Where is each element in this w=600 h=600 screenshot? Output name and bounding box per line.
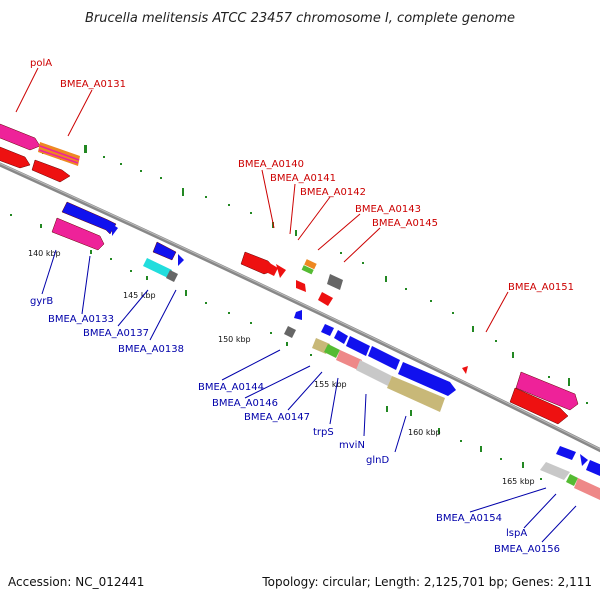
genome-backbone <box>0 162 600 453</box>
label-BMEA-A0141: BMEA_A0141 <box>270 173 336 184</box>
gene-glnD <box>387 376 445 412</box>
label-gyrB: gyrB <box>30 296 53 307</box>
gc-skew-track <box>10 145 588 480</box>
label-BMEA-A0137: BMEA_A0137 <box>83 328 149 339</box>
label-mviN: mviN <box>339 440 365 451</box>
gene-BMEA-A0131 <box>38 142 80 166</box>
gene-trpS <box>336 350 362 370</box>
tick-165-kbp: 165 kbp <box>502 477 535 486</box>
label-BMEA-A0151: BMEA_A0151 <box>508 282 574 293</box>
label-lspA: lspA <box>506 528 527 539</box>
label-BMEA-A0156: BMEA_A0156 <box>494 544 560 555</box>
label-BMEA-A0145: BMEA_A0145 <box>372 218 438 229</box>
gene-BMEA-A0141 <box>266 262 278 276</box>
label-glnD: glnD <box>366 455 389 466</box>
gene-BMEA-A0147 <box>324 344 340 358</box>
label-trpS: trpS <box>313 427 334 438</box>
tick-160-kbp: 160 kbp <box>408 428 441 437</box>
reverse-strand-genes <box>51 201 600 500</box>
gene-BMEA-A0133 <box>51 217 105 251</box>
label-BMEA-A0131: BMEA_A0131 <box>60 79 126 90</box>
gene-BMEA-A0144 <box>294 310 302 320</box>
gene-red-right <box>509 387 569 425</box>
label-BMEA-A0138: BMEA_A0138 <box>118 344 184 355</box>
gene-lspA <box>566 474 578 486</box>
gene-BMEA-A0138 <box>166 270 178 282</box>
gene-BMEA-A0142 <box>304 259 317 270</box>
label-BMEA-A0144: BMEA_A0144 <box>198 382 264 393</box>
gene-BMEA-A0143 <box>327 274 343 290</box>
gene-polA <box>0 123 41 151</box>
label-BMEA-A0154: BMEA_A0154 <box>436 513 502 524</box>
accession-text: Accession: NC_012441 <box>8 575 144 589</box>
gene-BMEA-A0137 <box>152 241 177 261</box>
gene-pink-right <box>515 371 579 411</box>
tick-150-kbp: 150 kbp <box>218 335 251 344</box>
gene-mviN <box>356 360 392 386</box>
label-BMEA-A0140: BMEA_A0140 <box>238 159 304 170</box>
label-polA: polA <box>30 58 52 69</box>
tick-145-kbp: 145 kbp <box>123 291 156 300</box>
gene-BMEA-A0154 <box>556 446 576 460</box>
label-BMEA-A0142: BMEA_A0142 <box>300 187 366 198</box>
summary-text: Topology: circular; Length: 2,125,701 bp… <box>261 575 592 589</box>
map-title: Brucella melitensis ATCC 23457 chromosom… <box>85 11 515 26</box>
reverse-leader-lines <box>41 249 577 543</box>
gene-red-1 <box>0 146 31 169</box>
label-BMEA-A0143: BMEA_A0143 <box>355 204 421 215</box>
label-BMEA-A0147: BMEA_A0147 <box>244 412 310 423</box>
gene-BMEA-A0156 <box>574 478 600 500</box>
label-BMEA-A0133: BMEA_A0133 <box>48 314 114 325</box>
forward-strand-genes <box>0 123 579 425</box>
gene-red-2 <box>31 159 71 183</box>
forward-leader-lines <box>15 67 509 333</box>
gene-cyan <box>143 258 172 278</box>
tick-155-kbp: 155 kbp <box>314 380 347 389</box>
gene-BMEA-A0145 <box>296 280 306 292</box>
tick-140-kbp: 140 kbp <box>28 249 61 258</box>
genome-backbone-highlight <box>0 162 600 450</box>
gene-gyrB <box>61 201 117 235</box>
label-BMEA-A0146: BMEA_A0146 <box>212 398 278 409</box>
gene-BMEA-A0151 <box>462 366 468 374</box>
